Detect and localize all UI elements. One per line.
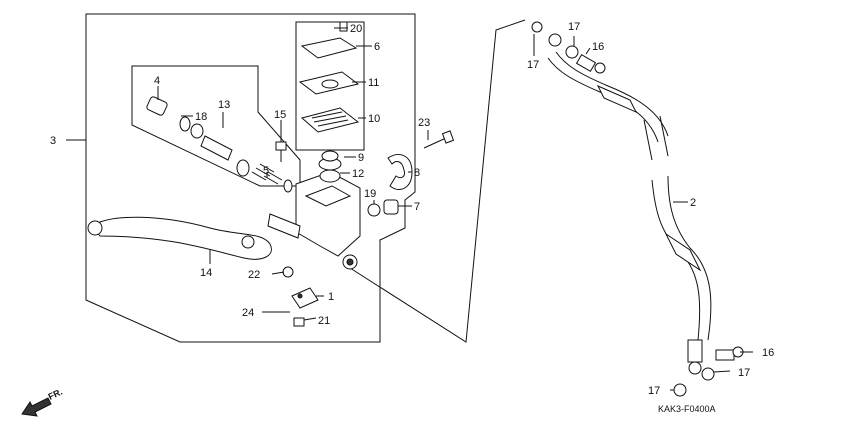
callout-23: 23 [418, 117, 430, 129]
callout-1: 1 [328, 291, 334, 303]
brake-lever [87, 216, 272, 260]
callout-8: 8 [414, 167, 420, 179]
lever-group-outline [131, 65, 301, 187]
group-boundary-outline [85, 13, 416, 343]
leader-lines [66, 27, 753, 391]
brake-hose [547, 51, 712, 375]
callout-10: 10 [368, 113, 380, 125]
callout-7: 7 [414, 201, 420, 213]
hose-guide-line [349, 19, 526, 343]
callout-17-upper-right: 17 [568, 21, 580, 33]
callout-4: 4 [154, 75, 160, 87]
callout-2: 2 [690, 197, 696, 209]
callout-3: 3 [50, 135, 56, 147]
callout-19: 19 [364, 188, 376, 200]
master-cylinder-body [267, 157, 361, 270]
callout-18: 18 [195, 111, 207, 123]
callout-22: 22 [248, 269, 260, 281]
callout-17-lower-right: 17 [738, 367, 750, 379]
callout-5: 5 [263, 165, 269, 177]
callout-17-lower-left: 17 [648, 385, 660, 397]
callout-20: 20 [350, 23, 362, 35]
piston-parts [146, 96, 293, 193]
holder-and-fittings [367, 130, 455, 217]
callout-13: 13 [218, 99, 230, 111]
callout-9: 9 [358, 152, 364, 164]
bolt-15 [275, 141, 287, 162]
callout-14: 14 [200, 267, 212, 279]
callout-21: 21 [318, 315, 330, 327]
diagram-code: KAK3-F0400A [658, 404, 716, 414]
callout-16-upper: 16 [592, 41, 604, 53]
callout-6: 6 [374, 41, 380, 53]
direction-label: FR. [47, 387, 64, 402]
lower-banjo-assembly [673, 346, 744, 397]
callout-16-lower: 16 [762, 347, 774, 359]
front-direction-arrow-icon [21, 397, 52, 417]
callout-24: 24 [242, 307, 254, 319]
reservoir-cap-stack [298, 21, 360, 162]
callout-15: 15 [274, 109, 286, 121]
callout-12: 12 [352, 168, 364, 180]
callout-17-upper-left: 17 [527, 59, 539, 71]
brake-switch [282, 266, 319, 327]
upper-banjo-assembly [531, 21, 606, 74]
callout-11: 11 [368, 77, 379, 89]
